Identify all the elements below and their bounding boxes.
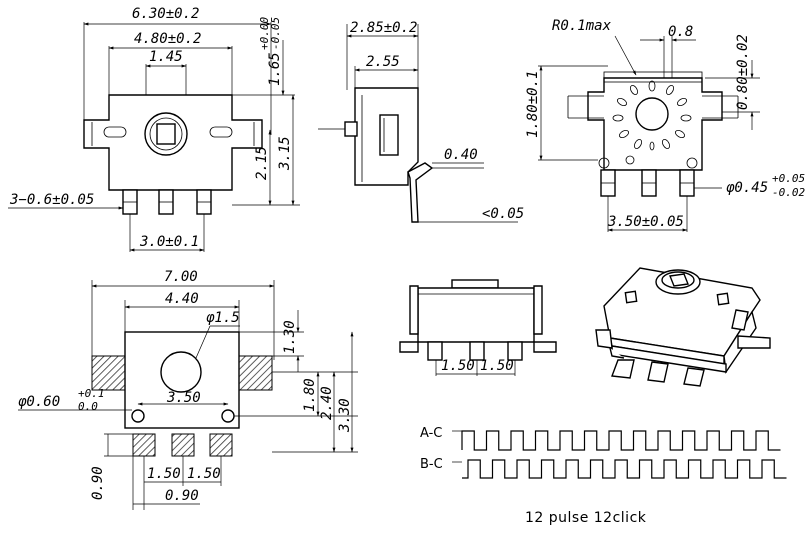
side-lead-thickness: 0.40 bbox=[444, 147, 478, 163]
bottom-slot-width: 0.8 bbox=[668, 24, 693, 40]
fp-dim-180: 1.80 bbox=[302, 378, 318, 412]
fp-mount-hole-tol-upper: +0.1 bbox=[78, 387, 105, 400]
fp-pin-pad-right bbox=[209, 433, 233, 457]
side-window bbox=[379, 114, 399, 156]
bottom-height-left: 1.80±0.1 bbox=[525, 71, 541, 138]
front-view: 1.50 1.50 bbox=[399, 279, 557, 376]
fp-dim-130: 1.30 bbox=[282, 320, 298, 354]
top-view: 6.30±0.2 4.80±0.2 1.45 1.65 +0.00 -0.05 … bbox=[8, 6, 300, 252]
top-height-base: 1.65 bbox=[267, 52, 283, 86]
fp-pin-pad-left bbox=[132, 433, 156, 457]
waveform-channel-a: A-C bbox=[420, 426, 442, 441]
top-shaft-square bbox=[156, 123, 176, 145]
square-wave bbox=[462, 459, 787, 479]
top-height-tol-upper: +0.00 bbox=[258, 17, 271, 50]
iso-pin-right bbox=[683, 367, 705, 387]
side-shaft-tab bbox=[344, 121, 358, 137]
fp-mount-hole-diameter: φ0.60 bbox=[18, 394, 60, 410]
front-pin-left bbox=[427, 341, 443, 361]
fp-dim-330: 3.30 bbox=[337, 398, 353, 433]
fp-mount-hole-left bbox=[131, 409, 145, 423]
isometric-view bbox=[595, 267, 771, 387]
front-shaft bbox=[451, 279, 499, 289]
encoder-waveform: A-C B-C 12 pulse 12click bbox=[420, 426, 787, 526]
fp-center-hole bbox=[160, 351, 202, 393]
fp-pad-pitch-left: 1.50 bbox=[147, 466, 181, 482]
fp-pad-height: 0.90 bbox=[90, 466, 106, 500]
top-height-mid: 2.15 bbox=[254, 146, 270, 180]
front-pitch-right: 1.50 bbox=[480, 358, 514, 374]
side-width-body: 2.55 bbox=[366, 54, 400, 70]
top-height-tol-lower: -0.05 bbox=[269, 17, 282, 50]
fp-pad-left bbox=[91, 355, 126, 391]
footprint-view: 7.00 4.40 φ1.5 1.30 1.80 2.40 3.30 3.50 … bbox=[18, 269, 358, 510]
fp-pad-right bbox=[238, 355, 273, 391]
fp-mount-hole-tol-lower: 0.0 bbox=[78, 400, 98, 413]
bottom-radius: R0.1max bbox=[552, 18, 612, 34]
fp-hole-diameter: φ1.5 bbox=[206, 310, 240, 326]
side-view: 2.85±0.2 2.55 0.40 <0.05 bbox=[318, 20, 524, 223]
fp-pad-pitch-right: 1.50 bbox=[187, 466, 221, 482]
fp-width-body: 4.40 bbox=[165, 291, 199, 307]
square-wave bbox=[461, 430, 781, 451]
fp-width-total: 7.00 bbox=[164, 269, 198, 285]
bottom-detent-ring bbox=[612, 80, 692, 151]
side-width-total: 2.85±0.2 bbox=[350, 20, 417, 36]
bottom-height-right: 0.80±0.02 bbox=[735, 34, 751, 110]
fp-pad-width: 0.90 bbox=[165, 488, 199, 504]
top-width-body: 4.80±0.2 bbox=[134, 31, 201, 47]
side-lead bbox=[407, 162, 434, 223]
side-flatness: <0.05 bbox=[482, 206, 524, 222]
top-height-total: 3.15 bbox=[277, 136, 293, 171]
fp-mount-hole-span: 3.50 bbox=[166, 390, 201, 406]
top-pin-pitch: 3.0±0.1 bbox=[139, 234, 199, 250]
top-width-shaft: 1.45 bbox=[149, 49, 183, 65]
waveform-trace-a bbox=[461, 430, 781, 451]
front-body-outline bbox=[417, 287, 535, 343]
waveform-caption: 12 pulse 12click bbox=[525, 510, 647, 526]
fp-mount-hole-right bbox=[221, 409, 235, 423]
iso-pin-left bbox=[611, 359, 635, 379]
bottom-pin-diameter-tol-lower: -0.02 bbox=[772, 186, 805, 199]
top-width-total: 6.30±0.2 bbox=[132, 6, 199, 22]
fp-pin-pad-mid bbox=[171, 433, 195, 457]
waveform-trace-b bbox=[462, 459, 787, 479]
front-pitch-left: 1.50 bbox=[441, 358, 475, 374]
iso-pin-mid bbox=[647, 361, 669, 383]
bottom-pin-diameter: φ0.45 bbox=[726, 180, 768, 196]
bottom-pin-diameter-tol-upper: +0.05 bbox=[772, 172, 805, 185]
bottom-view: R0.1max 0.8 1.80±0.1 0.80±0.02 bbox=[525, 18, 805, 232]
top-pin-width: 3−0.6±0.05 bbox=[9, 192, 94, 208]
fp-dim-240: 2.40 bbox=[319, 386, 335, 420]
bottom-pin-span: 3.50±0.05 bbox=[607, 214, 684, 230]
waveform-channel-b: B-C bbox=[420, 457, 443, 472]
bottom-center-hole bbox=[635, 97, 669, 131]
